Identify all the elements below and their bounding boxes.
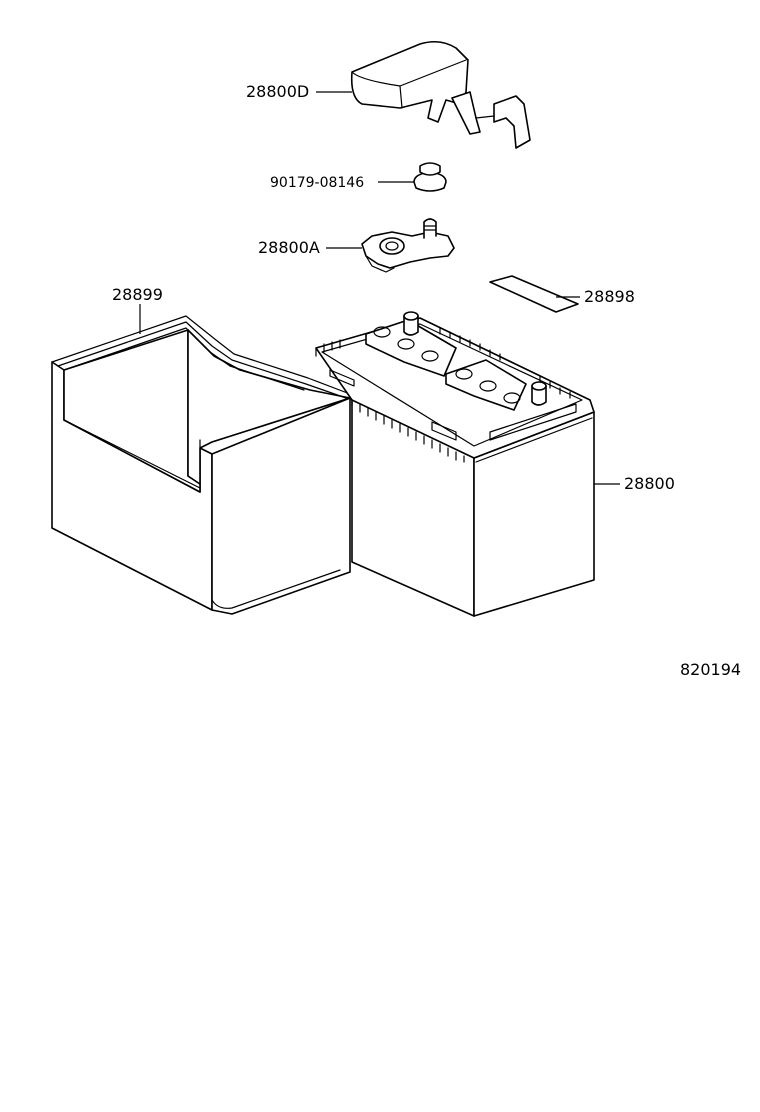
battery-tray-callout: 28899 <box>112 285 163 304</box>
nut-part[interactable] <box>413 162 447 192</box>
terminal-clamp-callout: 28800A <box>258 238 320 257</box>
illustration-number: 820194 <box>680 660 741 679</box>
nut-callout: 90179-08146 <box>270 175 364 191</box>
label-plate-callout: 28898 <box>584 287 635 306</box>
battery-tray-part[interactable] <box>51 315 351 615</box>
terminal-clamp-part[interactable] <box>361 218 455 273</box>
battery-part[interactable] <box>315 311 595 617</box>
terminal-cover-part[interactable] <box>350 40 531 149</box>
terminal-cover-callout: 28800D <box>246 82 309 101</box>
label-plate-part[interactable] <box>489 275 579 313</box>
battery-callout: 28800 <box>624 474 675 493</box>
